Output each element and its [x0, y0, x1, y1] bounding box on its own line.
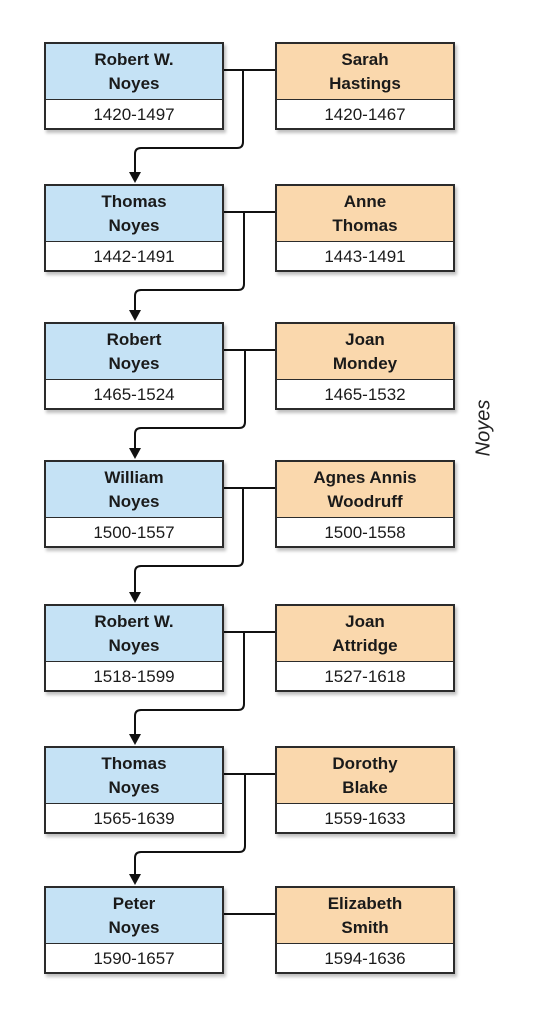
husband-box-1: Robert W. Noyes 1420-1497: [44, 42, 224, 130]
name-line: Blake: [342, 777, 388, 797]
person-dates: 1420-1467: [324, 105, 406, 124]
name-line: Noyes: [108, 353, 160, 373]
person-dates: 1518-1599: [93, 667, 175, 686]
name-line: Noyes: [108, 777, 160, 797]
name-line: Joan: [345, 611, 385, 631]
descent-arrowhead: [129, 172, 141, 183]
descent-arrowhead: [129, 874, 141, 885]
name-line: Agnes Annis: [313, 467, 417, 487]
person-name: Robert W. Noyes: [46, 44, 222, 100]
name-line: Smith: [341, 917, 389, 937]
name-line: Hastings: [329, 73, 401, 93]
name-line: Sarah: [341, 49, 389, 69]
person-dates: 1565-1639: [93, 809, 175, 828]
husband-box-5: Robert W. Noyes 1518-1599: [44, 604, 224, 692]
name-line: Noyes: [108, 917, 160, 937]
descent-line: [134, 70, 244, 174]
name-line: Thomas: [101, 191, 167, 211]
descent-line: [134, 632, 245, 736]
name-line: Noyes: [108, 73, 160, 93]
person-dates: 1500-1557: [93, 523, 175, 542]
name-line: Mondey: [332, 353, 398, 373]
name-line: Noyes: [108, 215, 160, 235]
name-line: Dorothy: [332, 753, 398, 773]
name-line: Elizabeth: [327, 893, 403, 913]
person-dates: 1420-1497: [93, 105, 175, 124]
descent-arrowhead: [129, 448, 141, 459]
name-line: Noyes: [108, 491, 160, 511]
surname-label: Noyes: [472, 399, 495, 457]
descent-arrowhead: [129, 592, 141, 603]
descent-line: [134, 774, 246, 876]
name-line: Thomas: [332, 215, 398, 235]
person-dates: 1559-1633: [324, 809, 406, 828]
person-dates: 1443-1491: [324, 247, 406, 266]
person-dates: 1442-1491: [93, 247, 175, 266]
person-dates: 1465-1532: [324, 385, 406, 404]
person-dates: 1594-1636: [324, 949, 406, 968]
name-line: Joan: [345, 329, 385, 349]
name-line: Robert W.: [94, 611, 174, 631]
descent-line: [134, 212, 245, 312]
person-name: Robert W. Noyes: [46, 606, 222, 662]
name-line: William: [104, 467, 164, 487]
descent-arrowhead: [129, 310, 141, 321]
name-line: Peter: [112, 893, 156, 913]
descent-line: [134, 350, 246, 450]
name-line: Anne: [343, 191, 387, 211]
name-line: Attridge: [332, 635, 398, 655]
descent-line: [134, 488, 244, 594]
descent-arrowhead: [129, 734, 141, 745]
name-line: Robert: [106, 329, 162, 349]
name-line: Noyes: [108, 635, 160, 655]
person-dates: 1590-1657: [93, 949, 175, 968]
name-line: Thomas: [101, 753, 167, 773]
person-dates: 1465-1524: [93, 385, 175, 404]
person-dates: 1500-1558: [324, 523, 406, 542]
name-line: Robert W.: [94, 49, 174, 69]
person-dates: 1527-1618: [324, 667, 406, 686]
name-line: Woodruff: [327, 491, 403, 511]
